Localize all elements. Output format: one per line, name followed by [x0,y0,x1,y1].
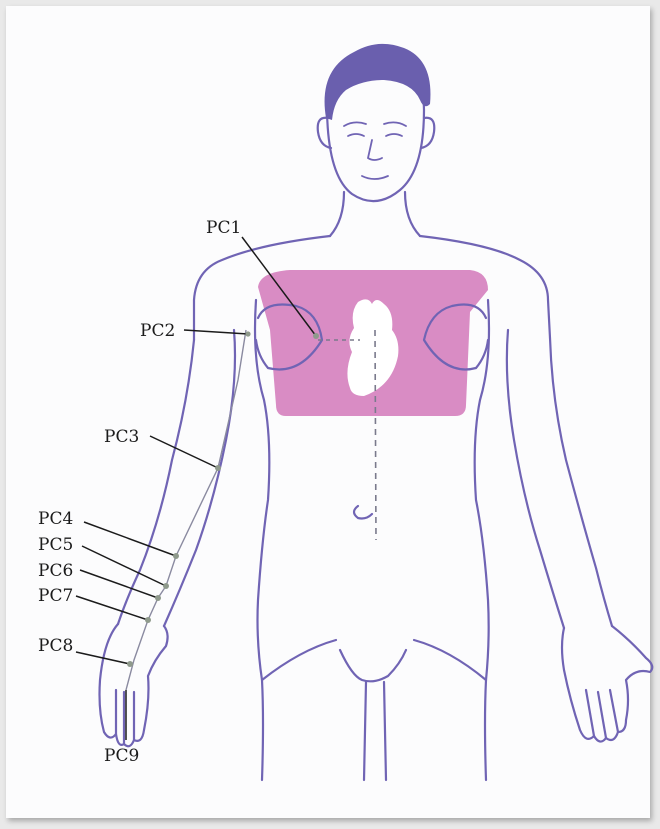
mouth [362,176,388,179]
torso-right [475,300,489,780]
point-pc2 [245,331,250,336]
left-eyebrow [344,122,366,126]
pericardium-meridian [126,330,246,690]
label-pc1: PC1 [206,218,241,238]
navel [354,506,372,519]
neck-right [405,192,420,236]
right-arm-inner [507,330,564,628]
label-pc3: PC3 [104,427,139,447]
right-eyebrow [384,122,406,126]
right-finger-2 [598,692,606,738]
point-pc4 [173,553,179,559]
left-eye [348,134,364,136]
face-features [344,122,406,179]
label-pc6: PC6 [38,561,73,581]
nose [368,140,382,160]
leader-pc5 [82,546,166,586]
label-pc8: PC8 [38,636,73,656]
neck-left [330,192,344,236]
hair [325,44,431,120]
right-finger-3 [610,690,618,732]
groin-left [262,640,336,680]
right-arm-outer [550,338,612,626]
torso-left [255,300,269,780]
legs-inner [364,682,386,780]
left-arm-inner [164,330,235,626]
point-pc8 [127,661,133,667]
groin-right [414,640,486,680]
right-hand [562,626,652,742]
point-pc7 [145,617,151,623]
label-pc9: PC9 [104,746,139,766]
leader-pc6 [80,570,158,598]
point-pc5 [163,583,169,589]
label-pc5: PC5 [38,535,73,555]
right-eye [386,134,402,136]
label-pc2: PC2 [140,321,175,341]
leader-pc4 [84,522,176,556]
point-pc3 [215,465,221,471]
point-pc1 [313,333,319,339]
label-pc7: PC7 [38,586,73,606]
label-pc4: PC4 [38,509,73,529]
point-pc6 [155,595,161,601]
genital-outline [340,650,406,681]
leader-pc7 [76,596,148,620]
leader-pc3 [150,436,218,468]
right-finger-1 [586,690,594,736]
